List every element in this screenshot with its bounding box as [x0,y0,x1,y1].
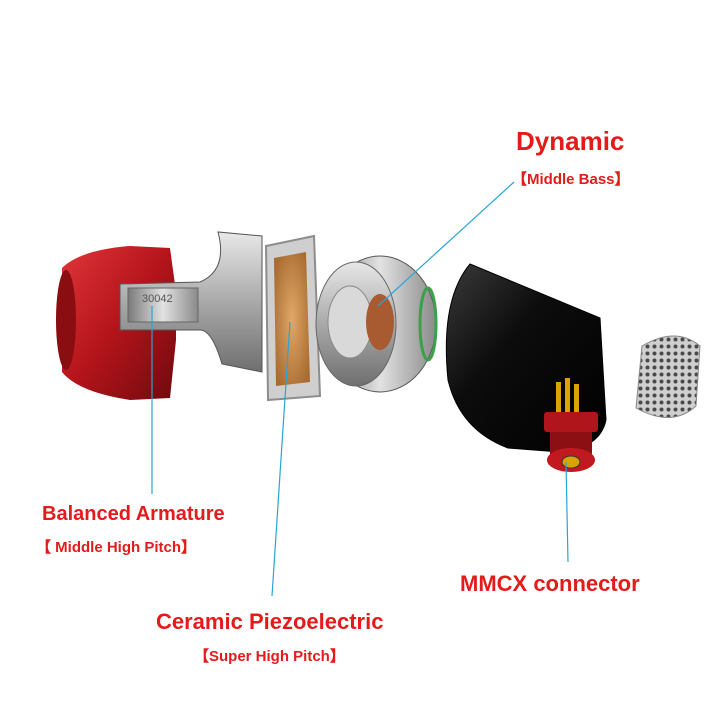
piezo-plate [274,252,310,386]
ceramic-piezo-title: Ceramic Piezoelectric [156,609,384,634]
leader-line-piezo [271,321,291,597]
balanced-armature-subtitle: 【 Middle High Pitch】 [36,539,196,556]
balanced-armature-assembly: 30042 [56,231,263,400]
mmcx-title: MMCX connector [460,571,640,596]
ceramic-piezo-subtitle: 【Super High Pitch】 [194,648,345,665]
leader-line-mmcx [565,461,569,563]
mmcx-pin-hole [561,455,581,469]
leader-lines [151,181,569,597]
mesh-filter [635,335,701,418]
black-housing [445,263,607,472]
dynamic-driver [315,255,438,393]
dynamic-title: Dynamic [516,126,625,156]
dynamic-subtitle: 【Middle Bass】 [512,171,630,188]
leader-line-dynamic [377,181,515,307]
red-nozzle-opening [56,270,76,370]
driver-magnet [366,294,394,350]
ceramic-piezo-assembly [264,234,322,402]
driver-dome [327,285,373,359]
driver-ring [418,286,438,362]
armature-marking: 30042 [142,293,173,305]
balanced-armature-title: Balanced Armature [42,503,225,525]
armature-block [127,287,199,323]
